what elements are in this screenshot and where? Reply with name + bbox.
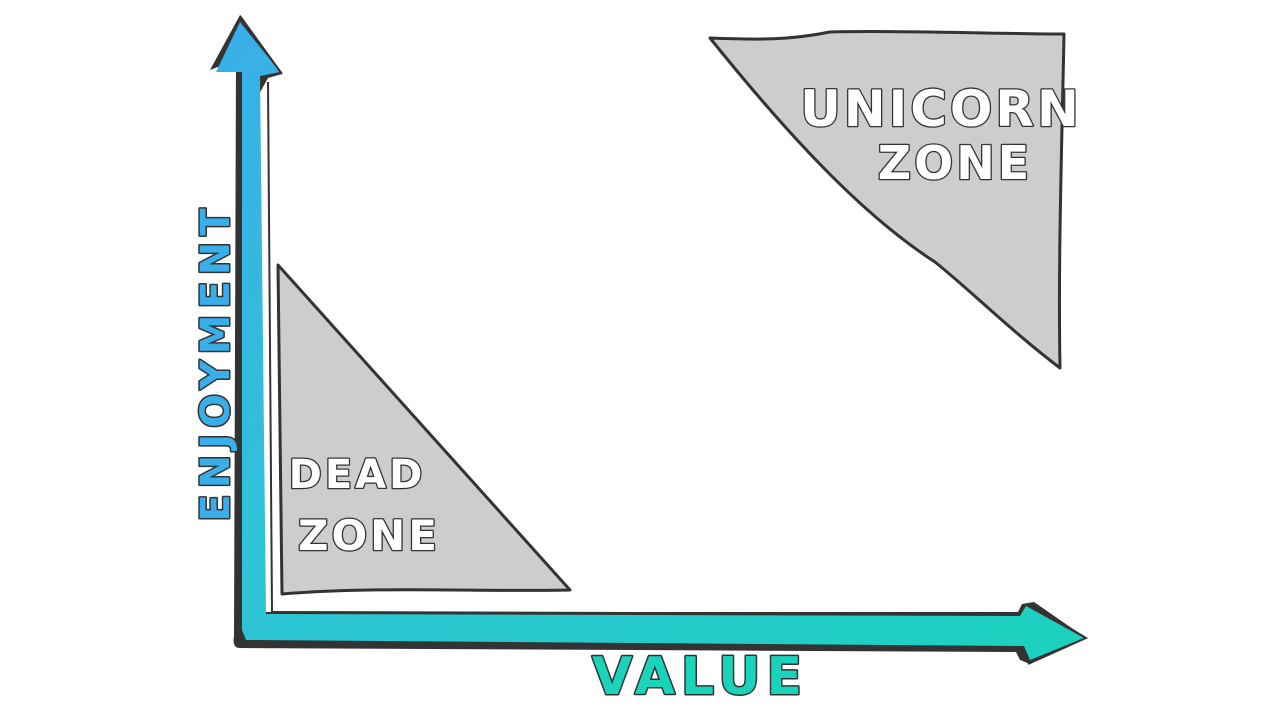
dead-zone-label-line2: ZONE [298,511,440,560]
y-axis-arrowhead-outline [239,15,283,75]
unicorn-zone-label-line1: UNICORN [800,80,1082,138]
dead-zone-shape [276,263,572,596]
x-axis-label: VALUE [592,647,808,707]
x-axis-inner-edge [271,611,1021,615]
y-axis-label: ENJOYMENT [193,202,239,521]
dead-zone: DEAD ZONE [276,263,572,596]
dead-zone-label-line1: DEAD [289,452,426,498]
unicorn-zone-shape [708,29,1066,370]
y-axis-inner-edge [267,81,273,613]
x-axis-arrowhead-outline [1027,603,1089,665]
axes [210,15,1089,665]
unicorn-zone-label-line2: ZONE [878,136,1032,190]
unicorn-zone: UNICORN ZONE [708,29,1082,370]
